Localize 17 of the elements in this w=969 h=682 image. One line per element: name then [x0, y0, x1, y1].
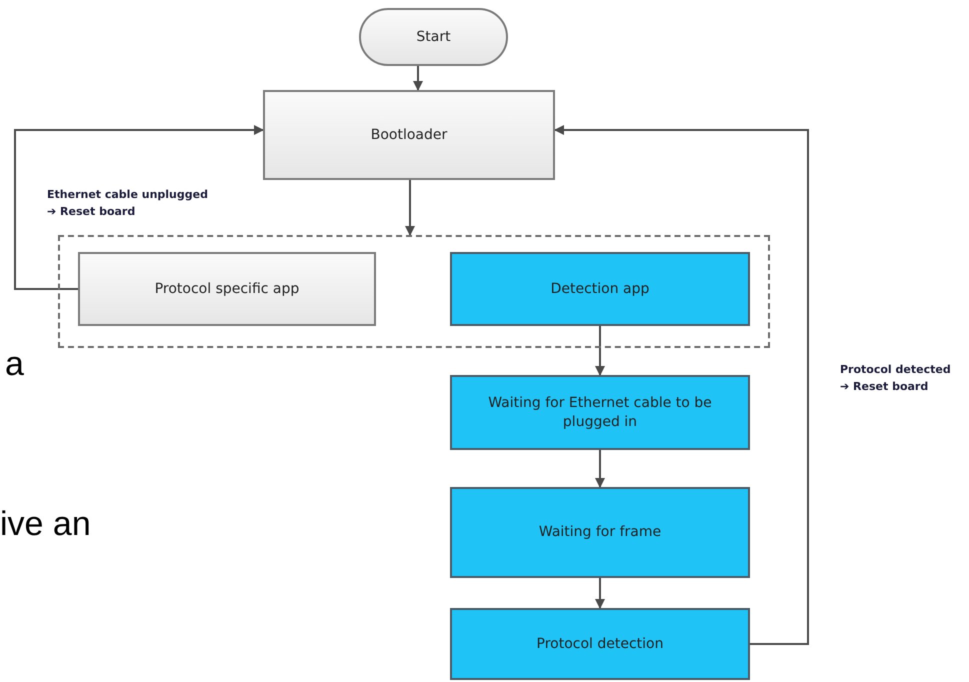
start-terminal: Start: [359, 8, 508, 66]
arrow: [14, 125, 264, 290]
process-box: Waiting for frame: [450, 487, 750, 578]
text-fragment: ive an: [0, 505, 91, 544]
arrow: [413, 66, 423, 91]
process-box: Protocol specific app: [78, 252, 376, 326]
arrow: [595, 450, 605, 488]
text-fragment: a: [5, 345, 24, 384]
arrow: [405, 180, 415, 236]
dashed-group-box: [58, 235, 770, 348]
process-box: Bootloader: [263, 90, 555, 180]
arrow: [554, 125, 809, 645]
process-box: Waiting for Ethernet cable to be plugged in: [450, 375, 750, 450]
process-box: Detection app: [450, 252, 750, 326]
arrow: [595, 326, 605, 376]
arrow: [595, 578, 605, 609]
process-box: Protocol detection: [450, 608, 750, 680]
